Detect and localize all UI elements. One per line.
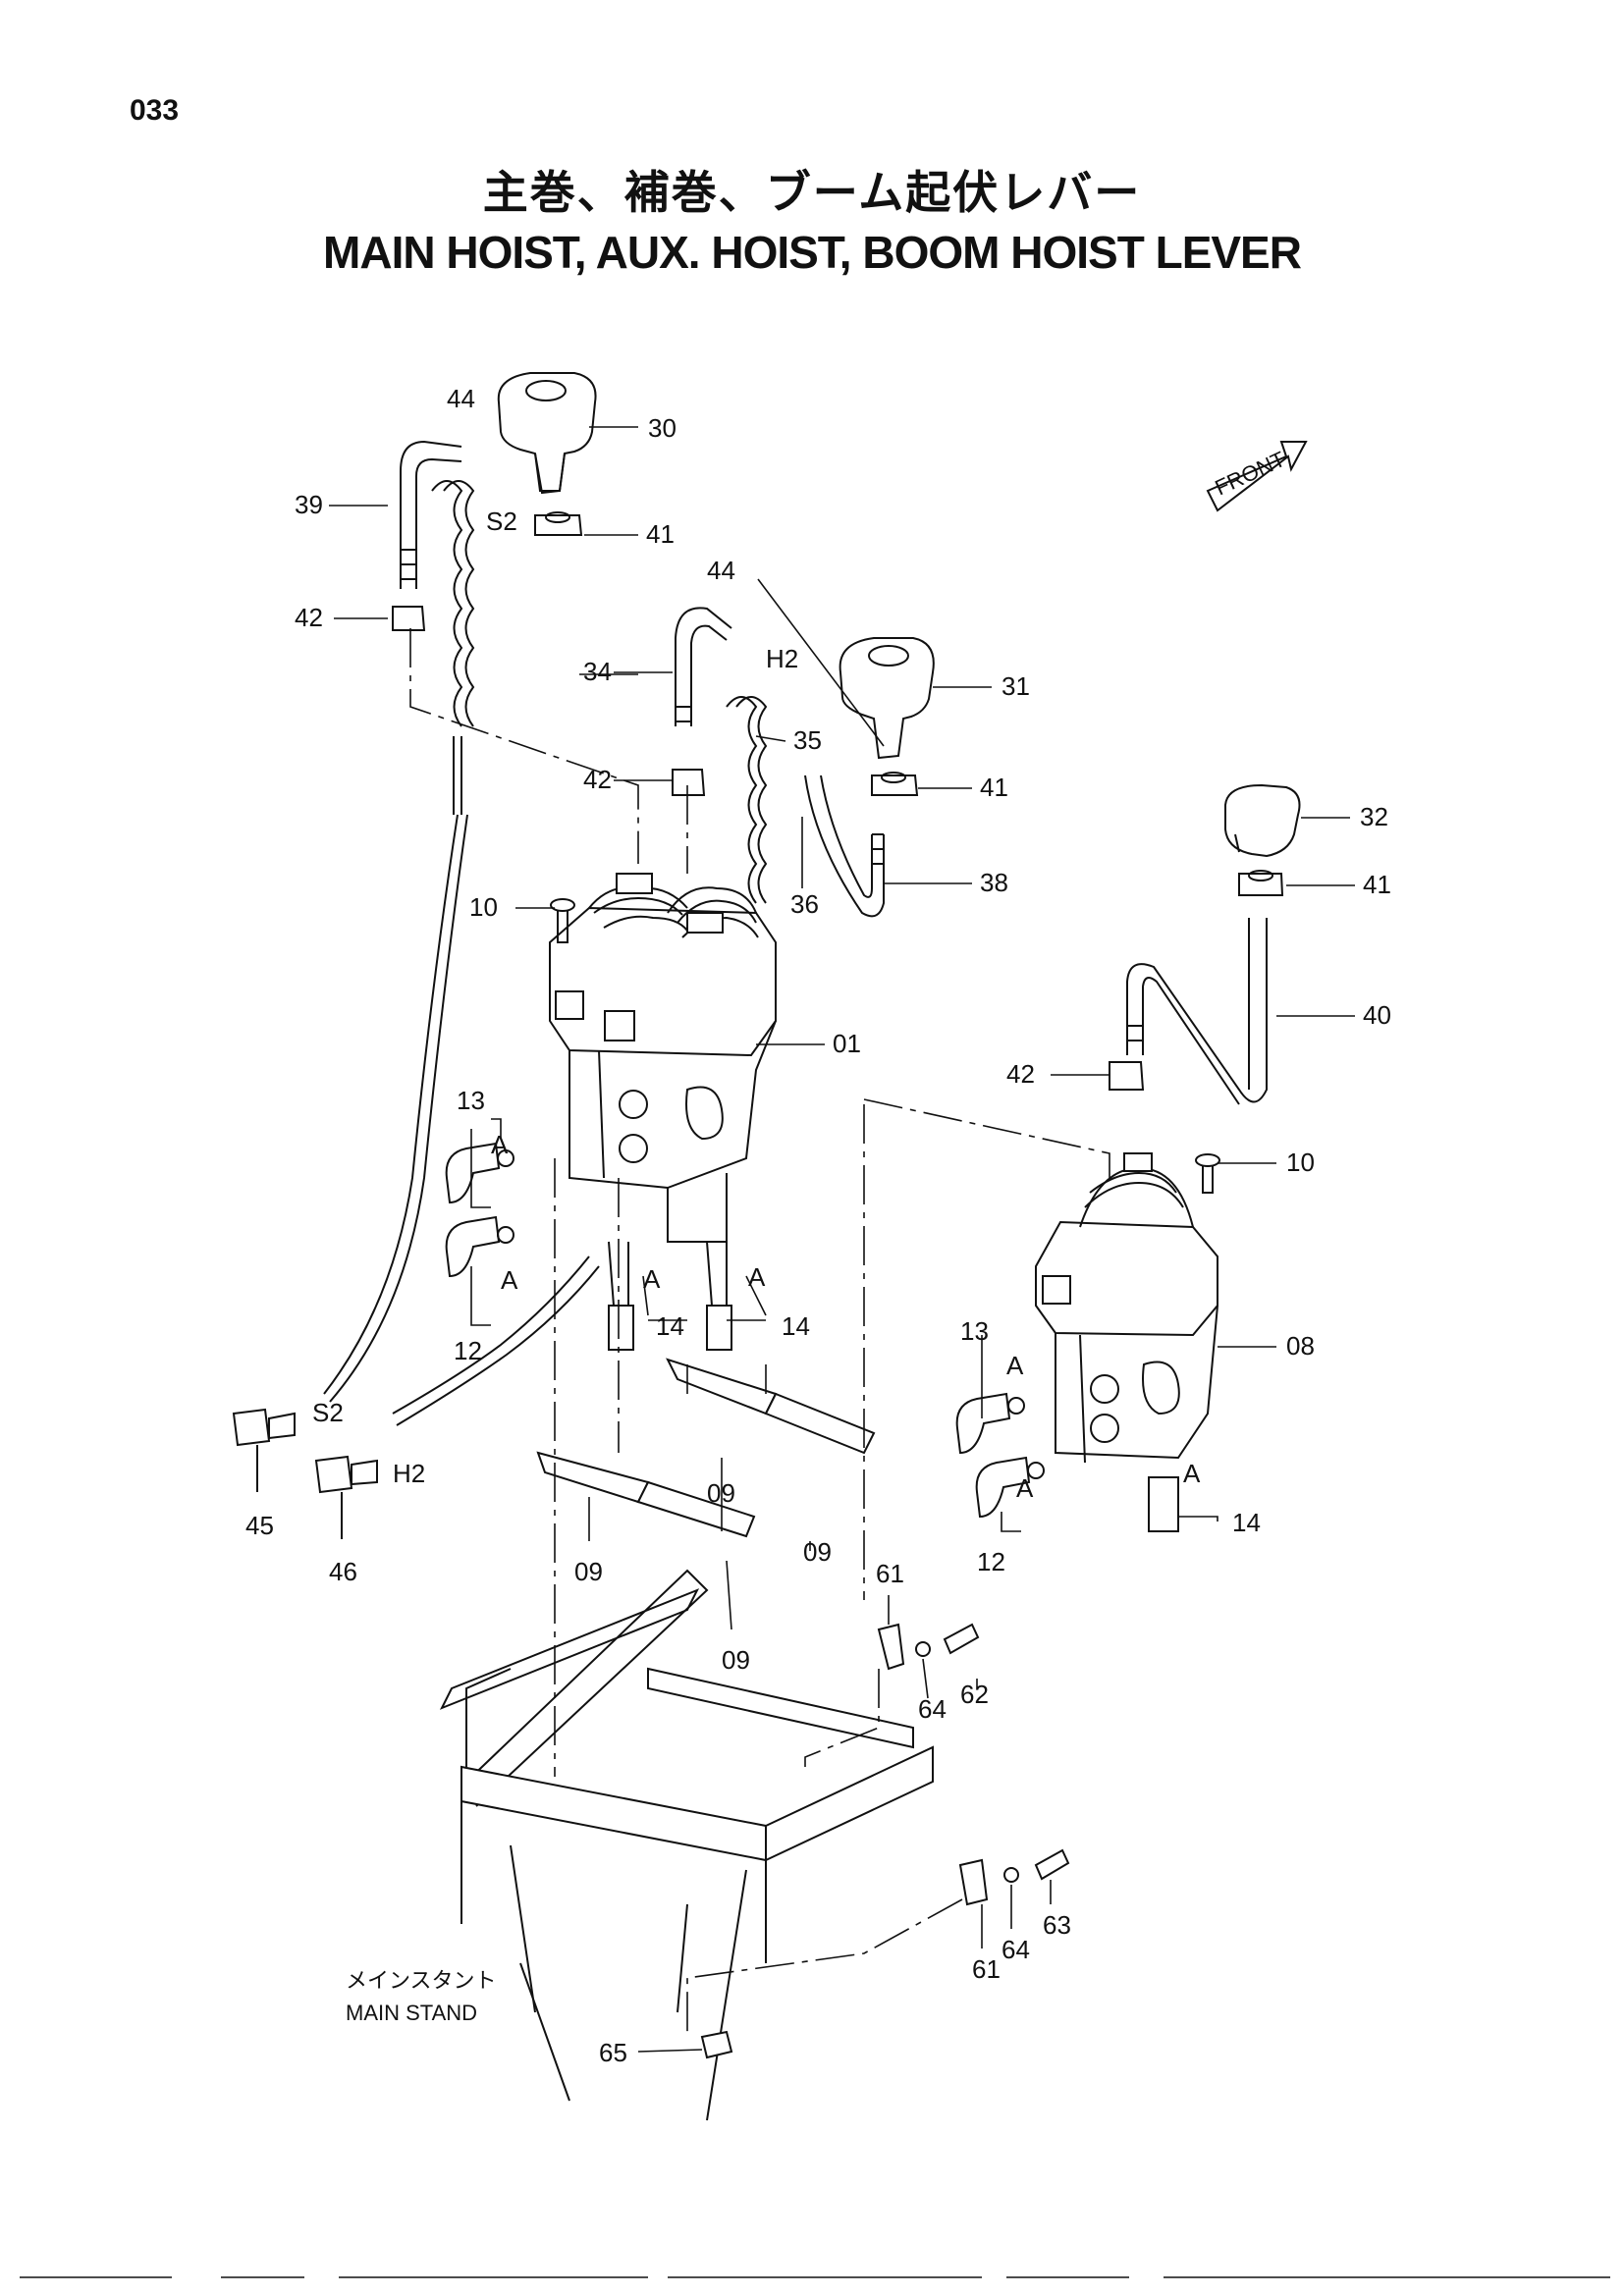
label-s2-b: S2: [312, 1398, 344, 1427]
main-stand-label-en: MAIN STAND: [346, 2001, 477, 2025]
lever-rod-39: [400, 440, 462, 589]
knob-32: [1224, 783, 1301, 858]
valve-block-01: [549, 873, 777, 1243]
callout-34: 34: [583, 657, 612, 686]
callout-64-a: 64: [918, 1694, 947, 1724]
callout-42-b: 42: [583, 765, 612, 794]
nut-42-a: [392, 606, 426, 631]
title-english: MAIN HOIST, AUX. HOIST, BOOM HOIST LEVER: [323, 227, 1302, 278]
callout-10-b: 10: [1286, 1148, 1315, 1177]
callout-64-b: 64: [1001, 1935, 1030, 1964]
marker-a-1: A: [491, 1130, 509, 1159]
front-arrow-icon: FRONT: [1206, 441, 1308, 512]
leader-lines: [409, 578, 1110, 2032]
bolt-10-b: [1195, 1153, 1220, 1194]
lever-rod-34: [675, 607, 732, 726]
callout-39: 39: [295, 490, 323, 519]
elbow-fittings-right: [955, 1392, 1179, 1532]
valve-block-08: [1035, 1152, 1218, 1464]
marker-a-2: A: [501, 1265, 518, 1295]
marker-a-3: A: [643, 1264, 661, 1294]
label-h2-b: H2: [393, 1459, 425, 1488]
nut-42-c: [1109, 1061, 1145, 1091]
callout-12-a: 12: [454, 1336, 482, 1365]
label-s2: S2: [486, 507, 517, 536]
callout-14-b: 14: [782, 1311, 810, 1341]
page-number: 033: [130, 94, 180, 127]
callout-41-b: 41: [980, 773, 1008, 802]
coiled-harness-h2: [392, 696, 768, 1426]
plates-09: [536, 1358, 876, 1538]
elbow-fittings-left: [445, 1142, 732, 1351]
callout-14-a: 14: [656, 1311, 684, 1341]
nut-41-a: [534, 511, 583, 536]
callout-44-b: 44: [707, 556, 735, 585]
callout-62: 62: [960, 1680, 989, 1709]
callout-45: 45: [245, 1511, 274, 1540]
callout-46: 46: [329, 1557, 357, 1586]
lever-rod-38: [804, 774, 885, 918]
nut-42-b: [672, 769, 706, 796]
nut-65: [700, 2030, 733, 2059]
callout-labels: 30 39 44 S2 41 42 44 H2 34 31 35 42 41 3…: [245, 384, 1391, 2067]
callout-10-a: 10: [469, 892, 498, 922]
callout-65: 65: [599, 2038, 627, 2067]
callout-09-a: 09: [574, 1557, 603, 1586]
callout-09-c: 09: [803, 1537, 832, 1567]
callout-13-a: 13: [457, 1086, 485, 1115]
label-h2: H2: [766, 644, 798, 673]
nut-41-c: [1238, 870, 1284, 896]
knob-30: [497, 372, 597, 495]
knob-31: [839, 637, 935, 760]
title-block: 主巻、補巻、ブーム起伏レバー MAIN HOIST, AUX. HOIST, B…: [0, 157, 1624, 279]
callout-35: 35: [793, 725, 822, 755]
callout-30: 30: [648, 413, 677, 443]
bolt-10-a: [550, 898, 575, 943]
marker-a-4: A: [748, 1262, 766, 1292]
callout-61-b: 61: [972, 1954, 1001, 1984]
callout-12-b: 12: [977, 1547, 1005, 1576]
clamp-61-upper: [877, 1623, 980, 1671]
callout-42-a: 42: [295, 603, 323, 632]
nut-41-b: [871, 772, 919, 796]
callout-40: 40: [1363, 1000, 1391, 1030]
clamp-61-lower: [958, 1848, 1070, 1906]
marker-a-5: A: [1006, 1351, 1024, 1380]
callout-01: 01: [833, 1029, 861, 1058]
title-japanese: 主巻、補巻、ブーム起伏レバー: [482, 166, 1142, 219]
callout-42-c: 42: [1006, 1059, 1035, 1089]
callout-leaders: [329, 426, 1355, 2053]
callout-13-b: 13: [960, 1316, 989, 1346]
callout-09-b: 09: [707, 1478, 735, 1508]
connector-46: [314, 1455, 378, 1539]
callout-44-a: 44: [447, 384, 475, 413]
marker-a-7: A: [1183, 1459, 1201, 1488]
callout-61-a: 61: [876, 1559, 904, 1588]
callout-41-c: 41: [1363, 870, 1391, 899]
lever-rod-40: [1126, 918, 1268, 1105]
callout-09-d: 09: [722, 1645, 750, 1675]
callout-32: 32: [1360, 802, 1388, 831]
callout-38: 38: [980, 868, 1008, 897]
marker-a-6: A: [1016, 1473, 1034, 1503]
main-stand-label-jp: メインスタント: [346, 1968, 497, 1993]
callout-41-a: 41: [646, 519, 675, 549]
callout-63: 63: [1043, 1910, 1071, 1940]
coiled-harness-s2: [323, 480, 475, 1403]
callout-08: 08: [1286, 1331, 1315, 1361]
callout-36: 36: [790, 889, 819, 919]
main-stand-frame: [439, 1569, 934, 2121]
front-label: FRONT: [1212, 447, 1289, 501]
callout-14-c: 14: [1232, 1508, 1261, 1537]
connector-45: [232, 1408, 296, 1492]
callout-31: 31: [1001, 671, 1030, 701]
